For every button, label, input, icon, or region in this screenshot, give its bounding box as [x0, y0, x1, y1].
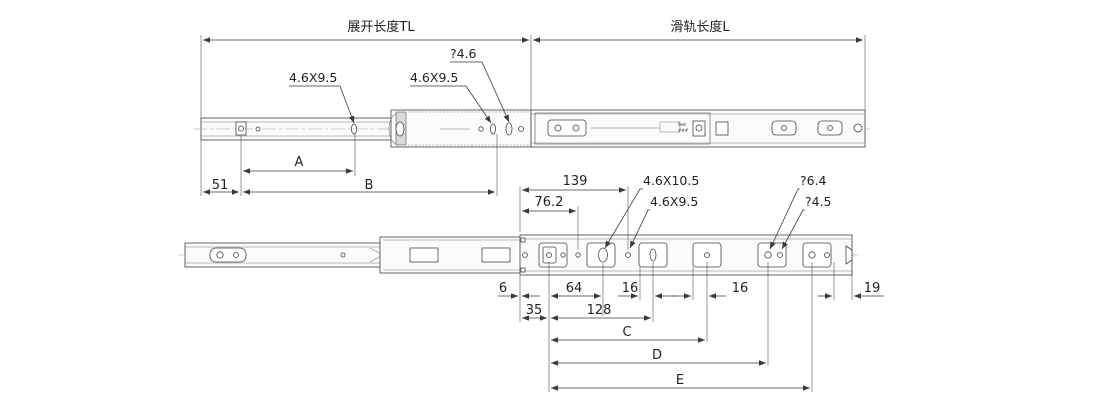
dim-a-label: A [295, 155, 304, 170]
dim-128-label: 128 [587, 303, 612, 318]
extended-length-label: 展开长度TL [347, 19, 415, 35]
front-slot [350, 123, 357, 135]
hole-dia-label: ?4.6 [450, 46, 477, 61]
dim-51-label: 51 [212, 178, 229, 193]
front-slot-label: 4.6X9.5 [289, 70, 337, 85]
bottom-outer-rail [519, 234, 853, 276]
dim-c-label: C [622, 325, 631, 340]
rail-end-stop [853, 123, 863, 133]
hole-45-label: ?4.5 [805, 194, 832, 209]
dim-35-label: 35 [526, 303, 543, 318]
dim-19-label: 19 [864, 281, 881, 296]
middle-window-2 [481, 247, 511, 263]
dim-e-label: E [676, 373, 684, 388]
middle-window-1 [409, 247, 439, 263]
rail-lever-window [547, 119, 587, 137]
dim-16a-label: 16 [622, 281, 639, 296]
dim-d-label: D [652, 348, 662, 363]
rail-slot-1 [715, 121, 729, 136]
hole-64-label: ?6.4 [800, 173, 827, 188]
slot-large-label: 4.6X10.5 [643, 173, 699, 188]
svg-text:###: ### [678, 128, 689, 133]
dim-64-label: 64 [566, 281, 583, 296]
ball-bearing-cage [388, 109, 532, 148]
mounting-slots [538, 242, 853, 268]
dim-16b-label: 16 [732, 281, 749, 296]
slot-small-label: 4.6X9.5 [650, 194, 698, 209]
svg-text:Sed: Sed [678, 122, 686, 127]
dim-76-2-label: 76.2 [535, 195, 564, 210]
bottom-slide-view: 139 76.2 4.6X10.5 4.6X9.5 ?6.4 ?4.5 6 35… [178, 173, 884, 392]
top-slide-view: 展开长度TL 滑轨长度L [193, 19, 870, 196]
mid-slot-label: 4.6X9.5 [410, 70, 458, 85]
dim-6-label: 6 [499, 281, 507, 296]
dim-139-label: 139 [563, 174, 588, 189]
dim-b-label: B [365, 178, 374, 193]
rail-length-label: 滑轨长度L [670, 19, 730, 35]
